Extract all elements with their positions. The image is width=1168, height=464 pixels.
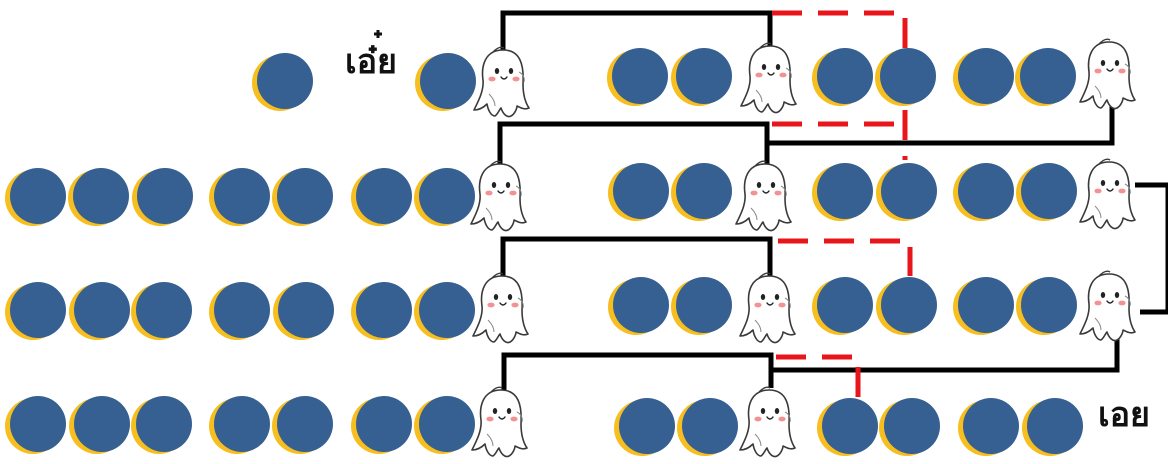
moon-icon xyxy=(351,282,414,340)
ghost-icon xyxy=(470,270,534,346)
solid-connector xyxy=(767,104,1115,146)
moon-icon xyxy=(812,48,875,106)
dashed-connector xyxy=(778,238,913,276)
solid-connector xyxy=(500,10,773,62)
label-bottom-right: เอย xyxy=(1098,395,1150,435)
moon-icon xyxy=(958,398,1021,456)
ghost-icon xyxy=(1077,268,1141,344)
moon-icon xyxy=(5,282,68,340)
moon-icon xyxy=(677,398,740,456)
moon-icon xyxy=(68,168,131,226)
moon-icon xyxy=(209,396,272,454)
moon-icon xyxy=(132,168,195,226)
solid-connector xyxy=(771,330,1120,373)
moon-icon xyxy=(131,396,194,454)
moon-icon xyxy=(608,277,671,335)
label-top-left: เอ๋ย xyxy=(345,42,397,82)
moon-icon xyxy=(1016,163,1079,221)
moon-icon xyxy=(272,168,335,226)
moon-icon xyxy=(953,163,1016,221)
moon-icon xyxy=(817,398,880,456)
moon-icon xyxy=(131,282,194,340)
moon-icon xyxy=(414,396,477,454)
ghost-icon xyxy=(737,270,801,346)
ghost-icon xyxy=(471,44,535,120)
moon-icon xyxy=(209,282,272,340)
moon-icon xyxy=(5,396,68,454)
moon-icon xyxy=(1015,48,1078,106)
moon-icon xyxy=(607,48,670,106)
moon-icon xyxy=(5,168,68,226)
ghost-icon xyxy=(733,158,797,234)
ghost-icon xyxy=(1077,156,1141,232)
ghost-icon xyxy=(468,158,532,234)
ghost-icon xyxy=(738,40,802,116)
moon-icon xyxy=(671,163,734,221)
moon-icon xyxy=(876,163,939,221)
dashed-connector xyxy=(772,10,908,160)
ghost-icon xyxy=(469,384,533,460)
moon-icon xyxy=(69,396,132,454)
moon-icon xyxy=(953,48,1016,106)
moon-icon xyxy=(671,277,734,335)
moon-icon xyxy=(608,163,671,221)
tone-mark xyxy=(374,30,382,38)
moon-icon xyxy=(614,398,677,456)
moon-icon xyxy=(875,48,938,106)
ghost-icon xyxy=(737,384,801,460)
solid-connector xyxy=(500,236,773,290)
moon-icon xyxy=(272,396,335,454)
moon-icon xyxy=(273,282,336,340)
moon-icon xyxy=(252,53,315,111)
moon-icon xyxy=(953,277,1016,335)
moon-icon xyxy=(1016,277,1079,335)
moon-icon xyxy=(1022,398,1085,456)
moon-icon xyxy=(876,277,939,335)
moon-icon xyxy=(415,53,478,111)
moon-icon xyxy=(671,48,734,106)
moon-icon xyxy=(414,282,477,340)
moon-icon xyxy=(209,168,272,226)
solid-connector xyxy=(497,121,770,178)
moon-icon xyxy=(812,277,875,335)
moon-icon xyxy=(69,282,132,340)
moon-icon xyxy=(414,168,477,226)
moon-icon xyxy=(879,398,942,456)
solid-connector xyxy=(1135,182,1168,315)
moon-icon xyxy=(812,163,875,221)
moon-icon xyxy=(351,168,414,226)
moon-icon xyxy=(351,396,414,454)
ghost-icon xyxy=(1077,36,1141,112)
dashed-connector xyxy=(776,354,861,398)
